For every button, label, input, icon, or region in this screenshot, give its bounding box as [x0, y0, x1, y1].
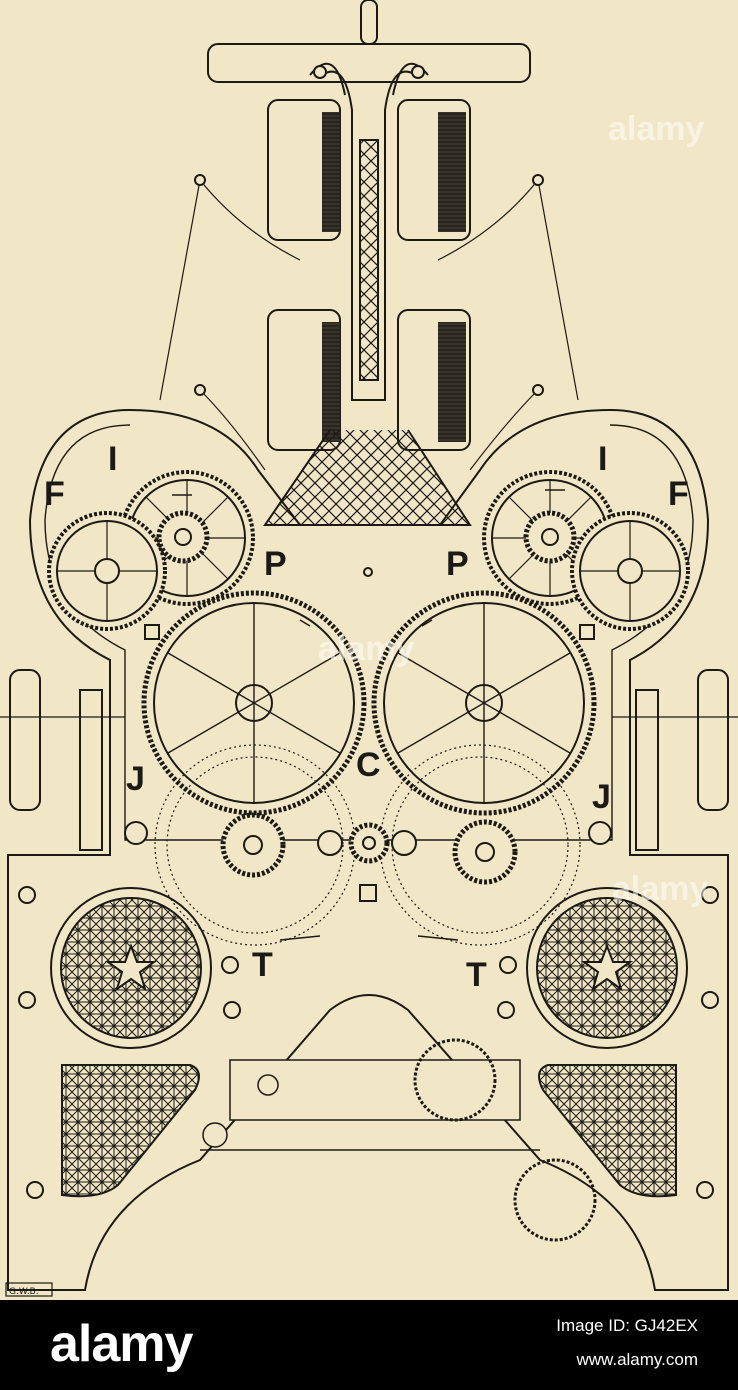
star-icon-right	[580, 943, 634, 992]
machine-diagram: I I F F P P J J C T T G.W.B. alamy alamy…	[0, 0, 738, 1297]
flyer-frame	[263, 62, 472, 526]
spoked-wheel-right	[371, 590, 597, 816]
svg-text:alamy: alamy	[318, 630, 414, 668]
label-T-right: T	[466, 956, 487, 994]
side-column-right	[612, 669, 738, 851]
side-column-left	[0, 669, 125, 851]
panel-round-right	[526, 887, 688, 1049]
label-P-left: P	[264, 545, 287, 583]
gear-F-right	[570, 511, 690, 631]
lower-mechanism	[200, 1038, 597, 1242]
signature-text: G.W.B.	[9, 1287, 39, 1297]
gear-C-center	[317, 822, 417, 864]
watermarks: alamy alamy alamy	[318, 110, 708, 908]
gear-F-left	[47, 511, 167, 631]
footer-brand-logo: alamy	[50, 1315, 193, 1373]
signature-box	[5, 1282, 53, 1297]
main-frame-outline	[7, 408, 729, 1291]
engraving-plate: I I F F P P J J C T T G.W.B. alamy alamy…	[0, 0, 738, 1297]
bobbin-upper-right	[397, 99, 471, 241]
bobbin-lower-right	[397, 309, 471, 451]
label-I-left: I	[108, 440, 117, 478]
label-J-right: J	[592, 778, 611, 816]
rotation-arrows	[172, 489, 565, 941]
guide-wires	[159, 174, 579, 471]
svg-text:alamy: alamy	[612, 870, 708, 908]
footer-site-url: www.alamy.com	[576, 1350, 698, 1369]
label-J-left: J	[126, 760, 145, 798]
footer-image-id: Image ID: GJ42EX	[556, 1316, 698, 1335]
label-F-left: F	[44, 475, 65, 513]
label-P-right: P	[446, 545, 469, 583]
bobbin-lower-left	[267, 309, 341, 451]
panel-round-left	[50, 887, 212, 1049]
frame-bosses	[18, 567, 719, 1199]
pinion-P-right	[523, 510, 577, 564]
pinion-T-left	[220, 812, 286, 878]
svg-text:alamy: alamy	[608, 110, 704, 148]
panel-lower-left	[61, 1064, 200, 1198]
stock-footer: alamy Image ID: GJ42EX www.alamy.com	[0, 1300, 738, 1390]
label-T-left: T	[252, 946, 273, 984]
bobbin-upper-left	[267, 99, 341, 241]
label-C: C	[356, 746, 381, 784]
part-labels: I I F F P P J J C T T G.W.B.	[9, 440, 689, 1297]
star-icon-left	[104, 943, 158, 992]
panel-lower-right	[538, 1064, 677, 1198]
pinion-P-left	[156, 510, 210, 564]
label-I-right: I	[598, 440, 607, 478]
pinion-T-right	[452, 819, 518, 885]
top-spindle	[207, 0, 531, 83]
label-F-right: F	[668, 475, 689, 513]
